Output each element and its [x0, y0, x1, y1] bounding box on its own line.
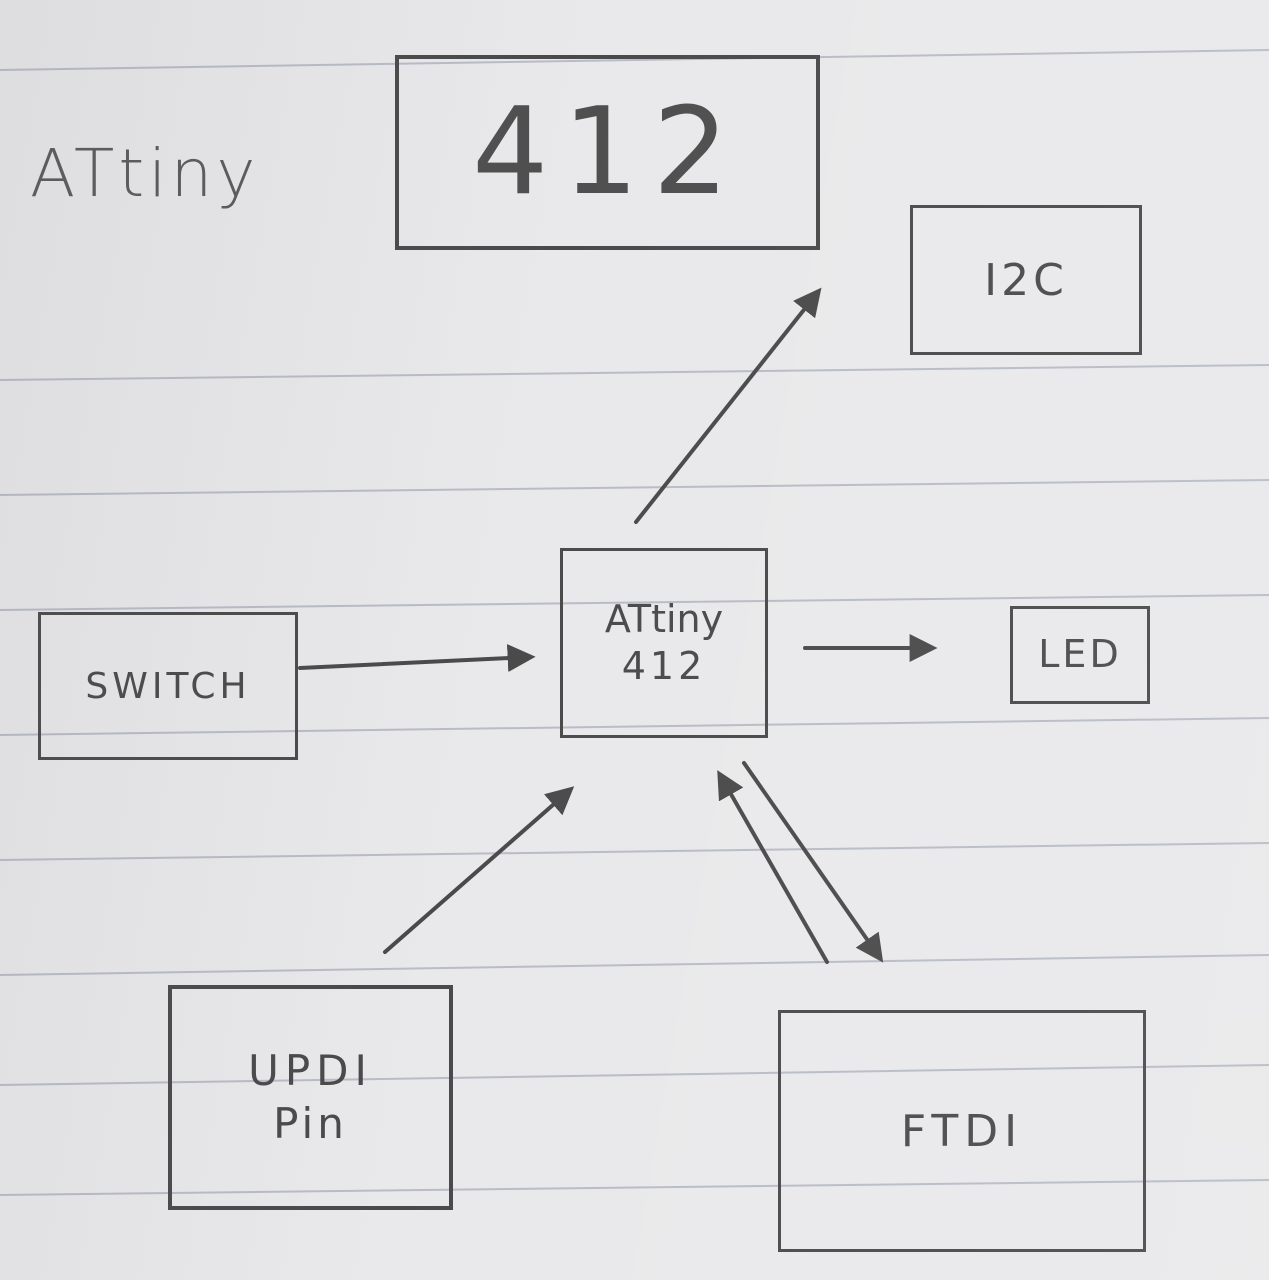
title-prefix: ATtiny: [30, 135, 260, 212]
led-label: LED: [1038, 632, 1122, 677]
updi-label: UPDI: [248, 1046, 373, 1095]
arrow-ftdi-to-center: [717, 770, 829, 964]
attiny-label: ATtiny: [604, 596, 724, 641]
attiny-412-box: ATtiny 412: [560, 548, 768, 738]
arrow-switch-to-center: [298, 644, 536, 673]
title-number-box: 412: [395, 55, 820, 250]
attiny-number: 412: [621, 644, 707, 688]
arrow-updi-to-center: [383, 786, 575, 954]
switch-label: SWITCH: [85, 665, 251, 707]
switch-box: SWITCH: [38, 612, 298, 760]
i2c-box: I2C: [910, 205, 1142, 355]
ftdi-label: FTDI: [900, 1105, 1024, 1157]
arrow-center-to-i2c: [634, 287, 822, 524]
updi-pin-box: UPDI Pin: [168, 985, 453, 1210]
i2c-label: I2C: [984, 254, 1068, 306]
title-number: 412: [471, 82, 744, 222]
arrow-center-to-ftdi: [742, 761, 884, 963]
led-box: LED: [1010, 606, 1150, 704]
ftdi-box: FTDI: [778, 1010, 1146, 1252]
pin-label: Pin: [273, 1098, 348, 1148]
